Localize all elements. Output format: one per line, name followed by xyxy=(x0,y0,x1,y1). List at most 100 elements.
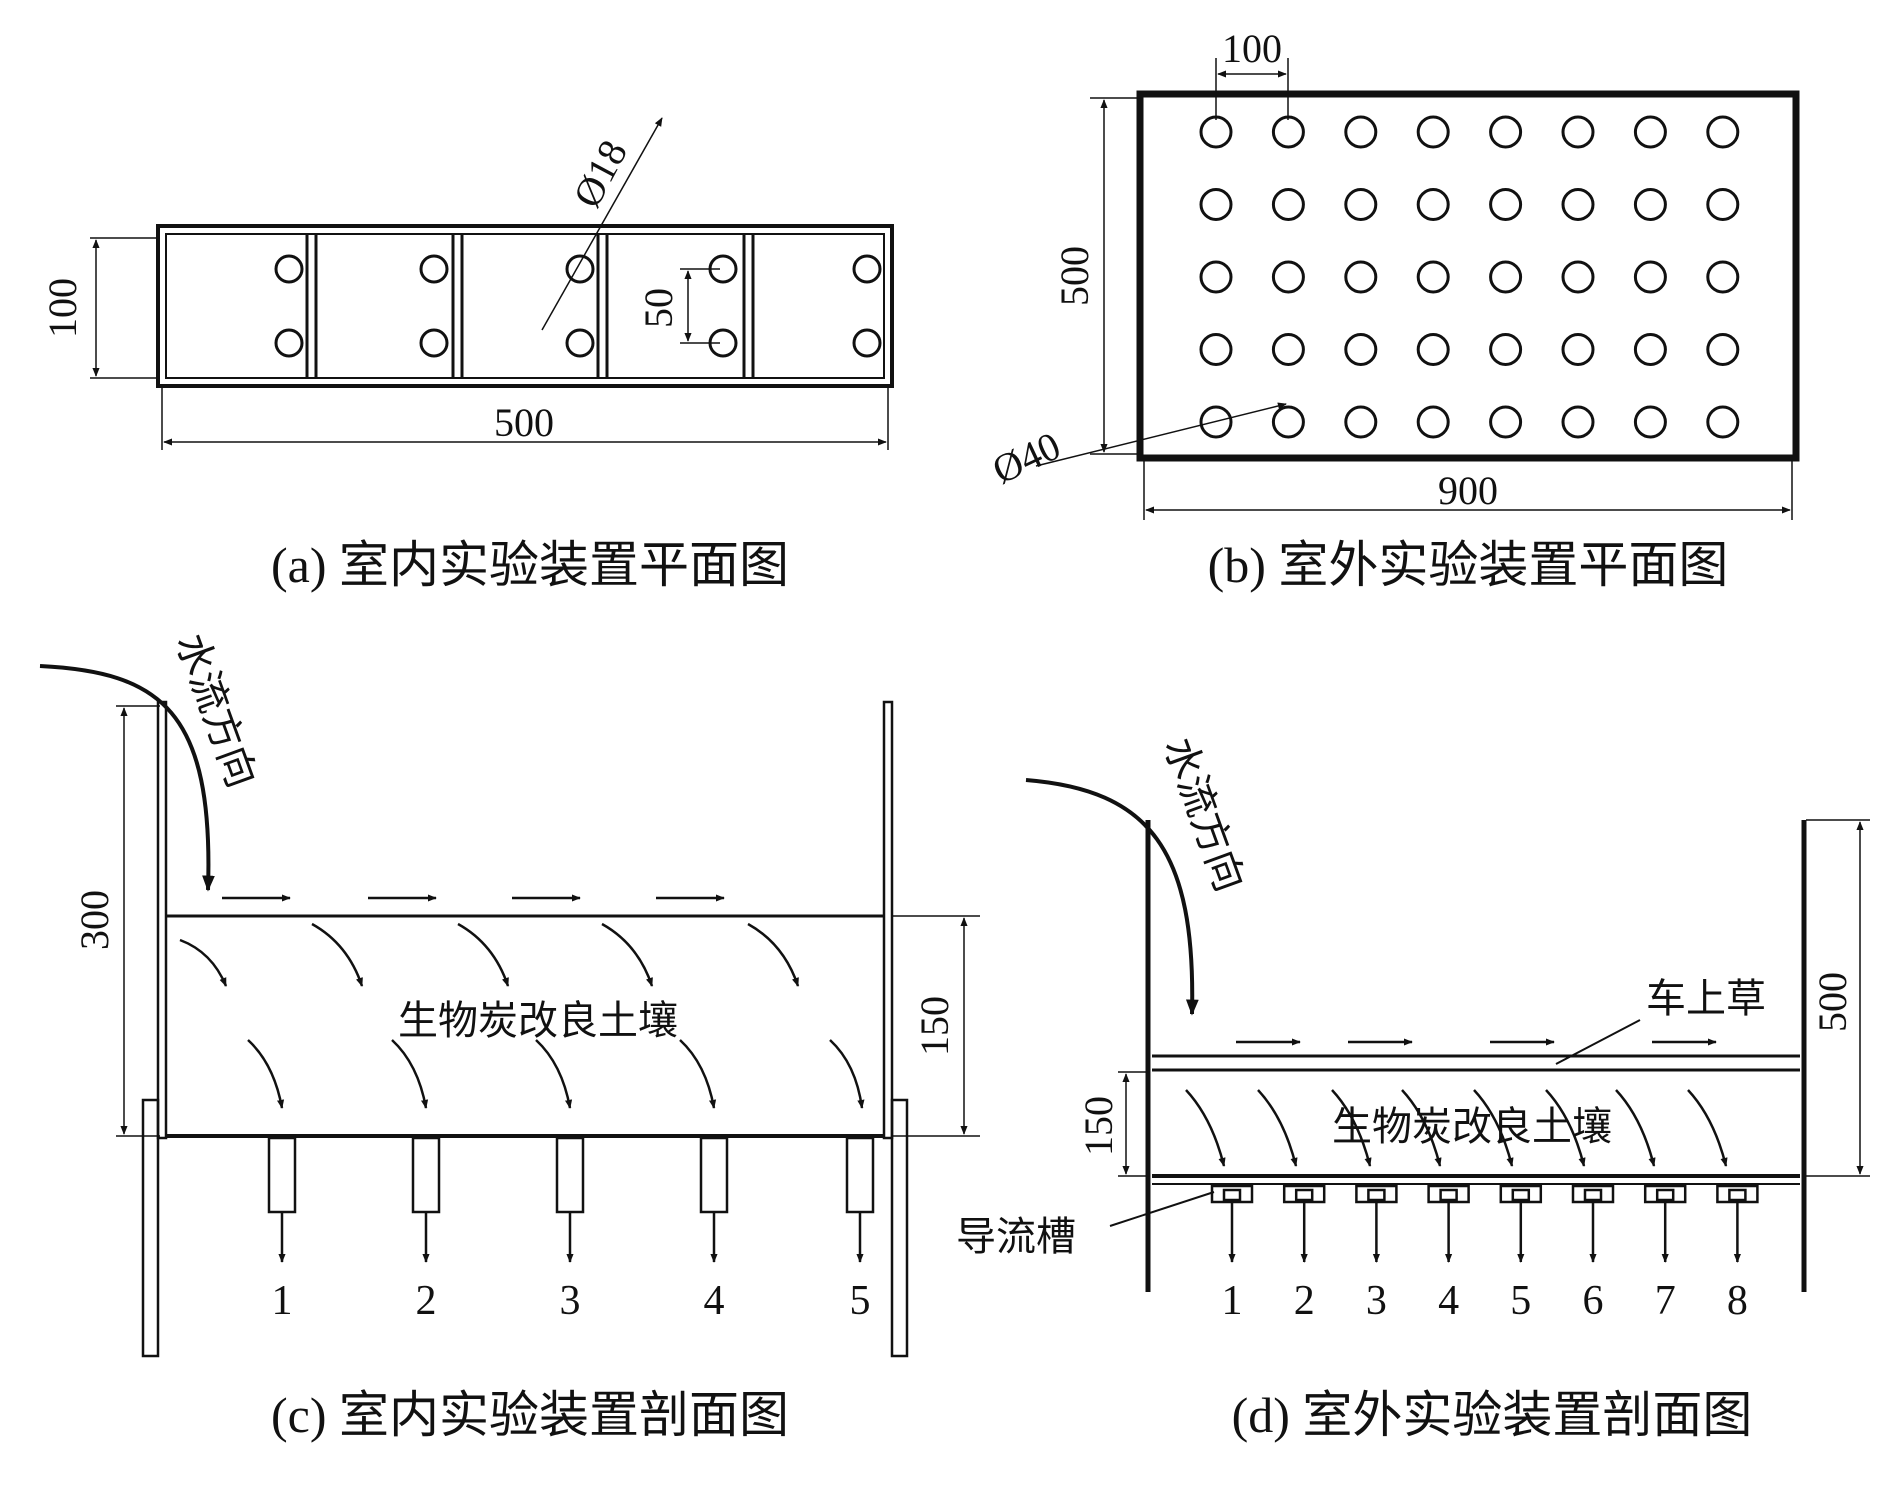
panel-b-holes xyxy=(1199,115,1740,439)
panel-b-hole xyxy=(1344,260,1378,294)
panel-b-hole xyxy=(1416,260,1450,294)
panel-b-hole xyxy=(1271,333,1305,366)
panel-c-outlet-label: 2 xyxy=(416,1278,437,1324)
panel-b-hole xyxy=(1344,115,1378,149)
panel-b-hole xyxy=(1706,260,1740,294)
panel-c-outlet-pipe xyxy=(555,1136,585,1214)
panel-d-channel-slot xyxy=(1367,1188,1386,1202)
panel-b-hole xyxy=(1271,260,1305,294)
panel-b-spacing-dimension xyxy=(1215,58,1289,120)
panel-c-outlet-label: 4 xyxy=(704,1278,725,1324)
panel-d-channel-leader xyxy=(1109,1191,1215,1227)
panel-b-hole xyxy=(1416,188,1450,221)
panel-d-outlets xyxy=(1210,1184,1759,1263)
panel-b-hole xyxy=(1199,188,1233,221)
panel-b-hole xyxy=(1633,405,1667,439)
panel-d-channel-slot xyxy=(1583,1188,1603,1202)
panel-d-flow-label: 水流方向 xyxy=(1156,732,1253,898)
panel-c-infiltration-arrows xyxy=(179,922,865,1109)
panel-d-channel-slot xyxy=(1728,1188,1747,1202)
panel-b-hole xyxy=(1271,188,1305,221)
panel-d-outlet-label: 8 xyxy=(1727,1278,1748,1324)
panel-b-hole xyxy=(1489,260,1523,294)
panel-b-diameter-label: Ø40 xyxy=(986,423,1067,493)
panel-d-total-height-label: 500 xyxy=(1810,972,1855,1032)
panel-b-height-label: 500 xyxy=(1052,246,1097,306)
panel-b-hole xyxy=(1416,405,1450,439)
panel-d-channel-label: 导流槽 xyxy=(956,1214,1076,1259)
panel-b-diameter-leader xyxy=(1035,402,1287,467)
panel-c-right-leg xyxy=(890,1098,909,1358)
panel-b-hole xyxy=(1561,405,1595,439)
panel-c-soil-height-label: 150 xyxy=(912,996,957,1056)
panel-b-hole xyxy=(1199,405,1233,439)
panel-d-outlet-label: 2 xyxy=(1294,1278,1315,1324)
panel-d-outlet-label: 7 xyxy=(1655,1278,1676,1324)
panel-d-soil-height-label: 150 xyxy=(1076,1096,1121,1156)
panel-b-hole xyxy=(1633,115,1667,149)
panel-c-soil-height-dimension xyxy=(892,915,980,1137)
panel-a-height-label: 100 xyxy=(40,278,85,338)
panel-b-hole xyxy=(1199,260,1233,294)
panel-a-spacing-label: 50 xyxy=(636,288,681,328)
panel-b-plan-outdoor xyxy=(1035,58,1800,520)
panel-a-outer-frame xyxy=(156,224,894,388)
panel-c-total-height-label: 300 xyxy=(72,890,117,950)
panel-c-section-indoor xyxy=(39,664,980,1358)
panel-d-channel-slot xyxy=(1439,1188,1458,1202)
panel-c-inflow-curve xyxy=(39,664,215,892)
panel-c-flow-label: 水流方向 xyxy=(168,628,265,794)
panel-b-hole xyxy=(1561,333,1595,366)
panel-a-diameter-leader xyxy=(541,117,663,331)
panel-b-spacing-label: 100 xyxy=(1222,26,1282,71)
panel-c-soil-label: 生物炭改良土壤 xyxy=(398,998,678,1043)
panel-c-outlet-label: 3 xyxy=(560,1278,581,1324)
panel-b-hole xyxy=(1271,405,1305,439)
panel-b-hole xyxy=(1489,115,1523,149)
panel-a-spacing-dimension xyxy=(680,268,720,344)
panel-b-hole xyxy=(1633,260,1667,294)
panel-b-hole xyxy=(1489,405,1523,439)
panel-b-hole xyxy=(1271,115,1305,149)
panel-b-hole xyxy=(1706,333,1740,366)
panel-b-hole xyxy=(1561,188,1595,221)
panel-b-hole xyxy=(1344,405,1378,439)
panel-b-hole xyxy=(1633,333,1667,366)
panel-d-total-height-dimension xyxy=(1806,819,1870,1177)
panel-d-soil-height-dimension xyxy=(1118,1071,1150,1177)
panel-b-hole xyxy=(1416,333,1450,366)
panel-d-caption: (d) 室外实验装置剖面图 xyxy=(1232,1387,1753,1443)
panel-b-hole xyxy=(1199,333,1233,366)
panel-c-left-leg xyxy=(141,1098,160,1358)
panel-d-grass-label: 车上草 xyxy=(1646,976,1766,1021)
panel-d-infiltration-arrows xyxy=(1185,1089,1728,1167)
panel-c-right-wall xyxy=(882,700,894,1140)
panel-b-frame xyxy=(1136,90,1800,462)
panel-a-width-label: 500 xyxy=(494,400,554,445)
panel-a-inner-frame xyxy=(165,233,885,379)
panel-d-grass-leader xyxy=(1555,1019,1641,1065)
panel-c-outlet-pipe xyxy=(699,1136,729,1214)
panel-a-height-dimension xyxy=(90,237,160,379)
panel-d-channel-slot xyxy=(1294,1188,1314,1202)
panel-a-plan-indoor xyxy=(90,117,894,450)
panel-b-hole xyxy=(1706,405,1740,439)
panel-b-hole xyxy=(1633,188,1667,221)
panel-b-hole xyxy=(1344,333,1378,366)
panel-c-caption: (c) 室内实验装置剖面图 xyxy=(271,1387,789,1443)
panel-d-channel-slot xyxy=(1511,1188,1531,1202)
panel-b-hole xyxy=(1489,333,1523,366)
panel-c-outlets xyxy=(267,1136,875,1263)
panel-d-outlet-label: 5 xyxy=(1510,1278,1531,1324)
panel-d-section-outdoor xyxy=(1025,778,1870,1292)
panel-c-outlet-pipe xyxy=(845,1136,875,1214)
panel-c-total-height-dimension xyxy=(116,705,160,1137)
panel-d-outlet-label: 4 xyxy=(1438,1278,1459,1324)
panel-b-hole xyxy=(1344,188,1378,221)
panel-b-width-dimension xyxy=(1143,460,1793,520)
panel-a-dividers xyxy=(305,234,755,378)
panel-c-outlet-pipe xyxy=(411,1136,441,1214)
panel-d-outlet-label: 6 xyxy=(1583,1278,1604,1324)
